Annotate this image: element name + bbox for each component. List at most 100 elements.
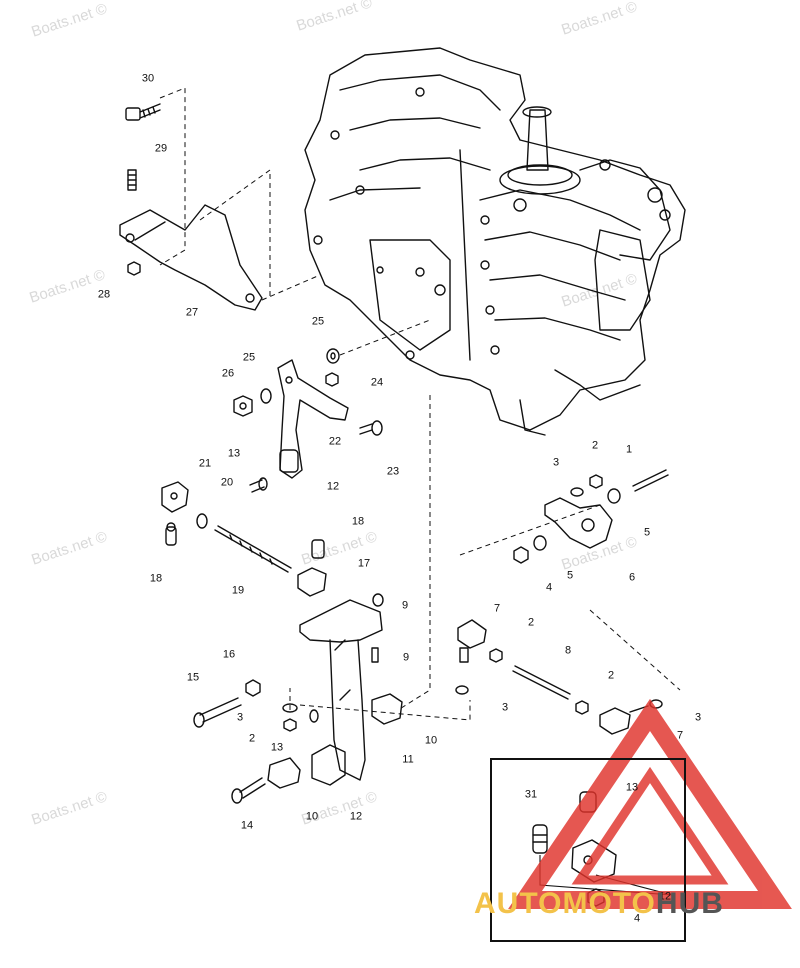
- link-21: [161, 481, 189, 513]
- callout-14: 14: [240, 819, 254, 832]
- nut-2a: [283, 718, 297, 732]
- nut-16: [245, 679, 261, 697]
- callout-12: 12: [658, 890, 672, 903]
- screw-13a: [249, 477, 268, 493]
- leader-line: [589, 609, 681, 691]
- bracket-6: [544, 497, 613, 549]
- screw-13b: [309, 709, 319, 723]
- leader-line: [199, 169, 271, 300]
- callout-13: 13: [625, 781, 639, 794]
- callout-12: 12: [349, 810, 363, 823]
- callout-22: 22: [328, 435, 342, 448]
- washer-25: [260, 348, 340, 404]
- callout-2: 2: [248, 732, 256, 745]
- callout-2: 2: [607, 669, 615, 682]
- automotohub-logo-text: AUTOMOTOHUB: [474, 887, 724, 921]
- bracket-10b: [267, 757, 301, 789]
- screw-23: [359, 420, 383, 436]
- leader-line: [339, 319, 431, 356]
- stud-1: [632, 469, 669, 492]
- callout-6: 6: [628, 571, 636, 584]
- callout-17: 17: [357, 557, 371, 570]
- callout-29: 29: [154, 142, 168, 155]
- callout-18: 18: [351, 515, 365, 528]
- leader-line: [299, 700, 471, 721]
- stud-29: [127, 169, 137, 191]
- callout-27: 27: [185, 306, 199, 319]
- detail-inset-box: [490, 758, 686, 942]
- bolt-14: [231, 777, 266, 804]
- logo-text-part2: HUB: [655, 887, 724, 920]
- callout-24: 24: [370, 376, 384, 389]
- engine-block: [304, 47, 686, 436]
- nut-4a: [513, 546, 529, 564]
- nut-2b: [589, 474, 603, 489]
- callout-21: 21: [198, 457, 212, 470]
- washer-3b: [570, 487, 584, 497]
- stud-8: [512, 665, 571, 700]
- washer-20: [196, 513, 208, 529]
- ball-joint-18b: [311, 539, 325, 559]
- bolt-30: [125, 103, 161, 121]
- callout-3: 3: [236, 711, 244, 724]
- lever-22: [277, 359, 349, 479]
- lever-11: [299, 599, 383, 781]
- callout-3: 3: [501, 701, 509, 714]
- bolt-15: [193, 697, 242, 728]
- bracket-27: [119, 204, 263, 311]
- callout-20: 20: [220, 476, 234, 489]
- callout-31: 31: [524, 788, 538, 801]
- callout-11: 11: [402, 753, 414, 766]
- callout-30: 30: [141, 72, 155, 85]
- callout-13: 13: [227, 447, 241, 460]
- nut-28: [127, 261, 141, 276]
- callout-16: 16: [222, 648, 236, 661]
- callout-4: 4: [633, 912, 641, 925]
- washer-5b: [533, 535, 547, 551]
- callout-9: 9: [401, 599, 409, 612]
- nut-2d: [575, 700, 589, 715]
- block-12: [311, 744, 346, 786]
- leader-line: [261, 274, 321, 301]
- nut-24: [325, 372, 339, 387]
- callout-10: 10: [424, 734, 438, 747]
- callout-1: 1: [625, 443, 633, 456]
- callout-3: 3: [552, 456, 560, 469]
- nut-2c: [489, 648, 503, 663]
- link-17: [297, 567, 327, 597]
- callout-4: 4: [545, 581, 553, 594]
- callout-7: 7: [493, 602, 501, 615]
- callout-19: 19: [231, 584, 245, 597]
- ball-joint-18a: [165, 522, 177, 546]
- nut-26: [233, 395, 253, 417]
- pin-9b: [371, 647, 379, 663]
- callout-13: 13: [270, 741, 284, 754]
- washer-3c: [455, 685, 469, 695]
- callout-8: 8: [564, 644, 572, 657]
- bracket-10a: [371, 693, 403, 725]
- callout-12: 12: [326, 480, 340, 493]
- callout-26: 26: [221, 367, 235, 380]
- inset-screw-31: [532, 824, 548, 854]
- callout-2: 2: [527, 616, 535, 629]
- rod-end-7a: [457, 619, 487, 663]
- leader-line: [159, 87, 186, 266]
- logo-text-part1: AUTOMOTO: [474, 887, 656, 920]
- callout-2: 2: [591, 439, 599, 452]
- rod-19: [214, 525, 292, 573]
- callout-28: 28: [97, 288, 111, 301]
- callout-9: 9: [402, 651, 410, 664]
- callout-5: 5: [643, 526, 651, 539]
- callout-5: 5: [566, 569, 574, 582]
- washer-5a: [607, 488, 621, 504]
- washer-3a: [282, 703, 298, 713]
- callout-10: 10: [305, 810, 319, 823]
- leader-line: [459, 504, 601, 556]
- callout-18: 18: [149, 572, 163, 585]
- screw-9a: [372, 593, 384, 607]
- callout-25: 25: [242, 351, 256, 364]
- callout-23: 23: [386, 465, 400, 478]
- callout-15: 15: [186, 671, 200, 684]
